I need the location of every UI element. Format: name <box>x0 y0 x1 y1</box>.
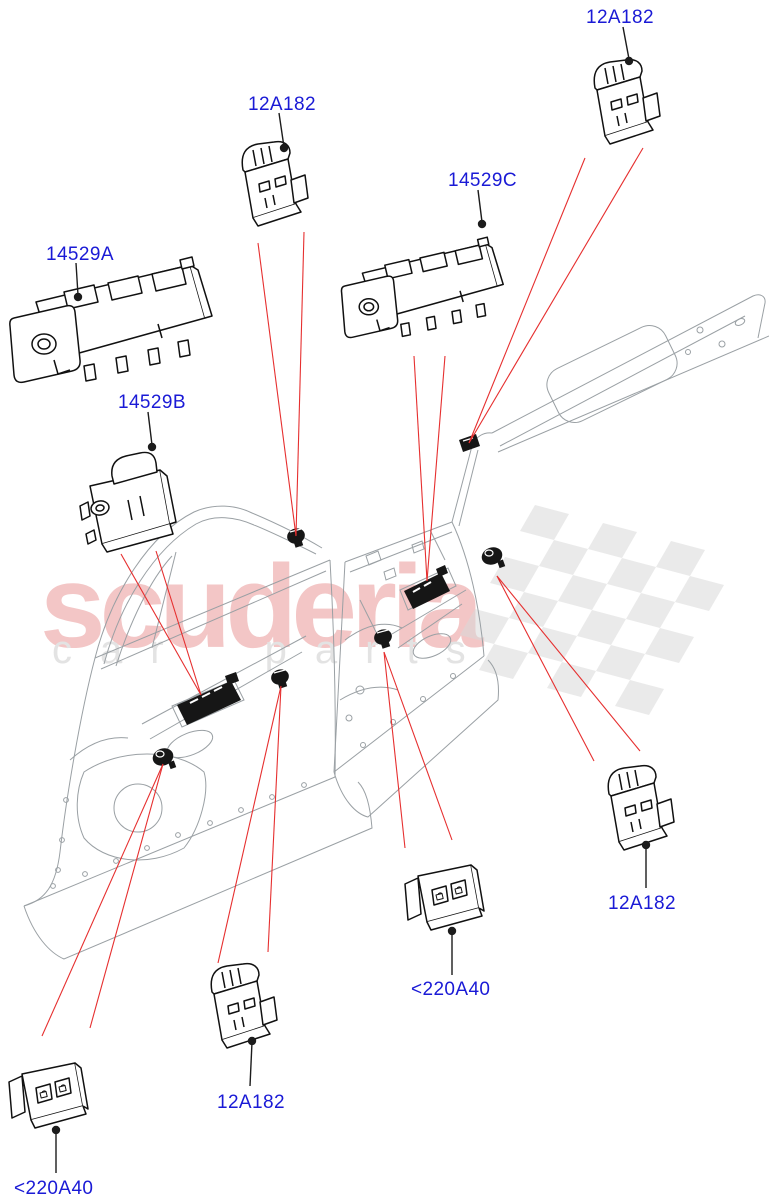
switch-12A182-right <box>607 764 675 851</box>
part-number-label-14529C[interactable]: 14529C <box>448 170 517 191</box>
mounted-lock-switch-rear <box>481 547 506 569</box>
mounted-lock-switch-front <box>152 748 177 770</box>
part-number-label-12A182-top[interactable]: 12A182 <box>248 94 316 115</box>
mounted-switchpack-rear-door <box>404 565 450 609</box>
part-number-label-14529B[interactable]: 14529B <box>118 392 186 413</box>
checkered-flag-watermark <box>460 505 724 715</box>
mounted-connector-front-door <box>271 669 289 689</box>
part-number-label-220A40-left[interactable]: <220A40 <box>14 1178 94 1199</box>
mounted-switchpack-front-door <box>177 672 241 725</box>
mounted-connector-rear-door <box>374 629 392 649</box>
switch-pack-14529C <box>340 236 504 339</box>
switch-pack-14529A <box>9 256 213 384</box>
part-number-label-12A182-top-right[interactable]: 12A182 <box>586 7 654 28</box>
switch-220A40-center <box>404 864 485 931</box>
label-leader-lines <box>51 26 651 1173</box>
part-number-label-220A40-center[interactable]: <220A40 <box>411 979 491 1000</box>
installed-components <box>152 434 506 770</box>
switch-12A182-top-right <box>593 58 661 145</box>
front-door-panel-drawing <box>23 505 373 960</box>
switch-14529B <box>79 451 177 553</box>
rear-door-panel-drawing <box>333 294 769 818</box>
part-number-label-12A182-right[interactable]: 12A182 <box>608 893 676 914</box>
switch-220A40-left <box>8 1062 89 1129</box>
switch-12A182-top <box>241 140 309 227</box>
switch-12A182-bottom <box>210 962 278 1049</box>
part-number-label-12A182-bottom[interactable]: 12A182 <box>217 1092 285 1113</box>
red-leader-lines <box>41 147 644 1037</box>
part-number-label-14529A[interactable]: 14529A <box>46 244 114 265</box>
watermark-brand: scuderia <box>40 541 483 673</box>
